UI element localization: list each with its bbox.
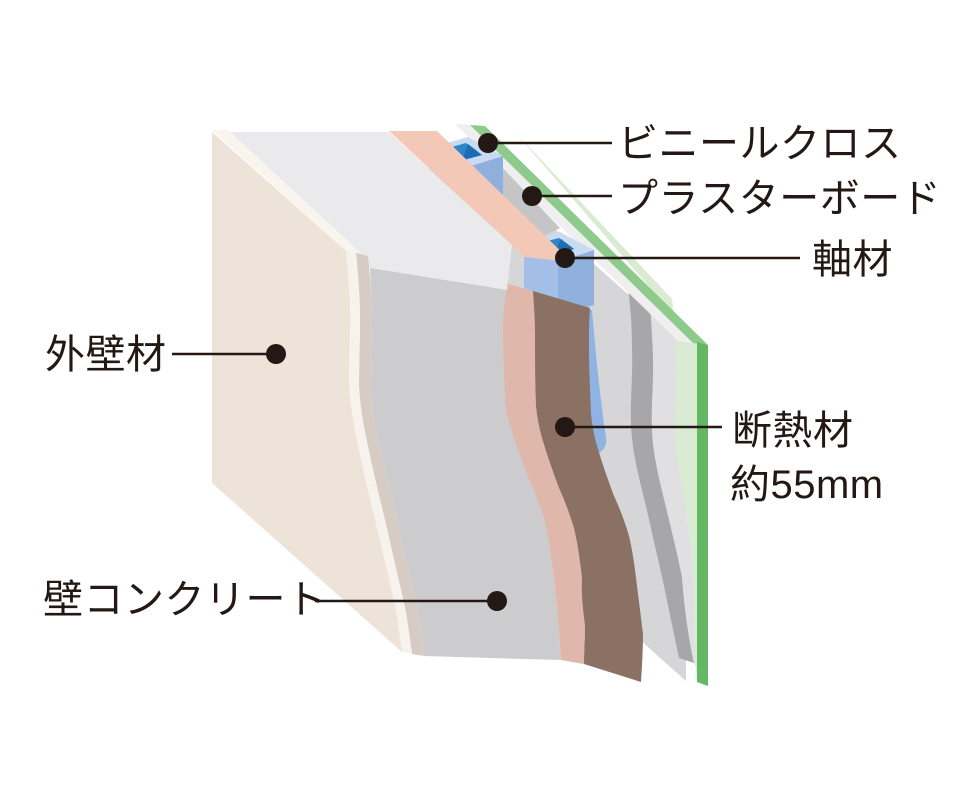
insulation-top-face (389, 131, 572, 262)
concrete-top-face (227, 132, 512, 290)
label-insulation-name: 断熱材 (732, 409, 854, 453)
insulation-cut-edge (533, 291, 643, 682)
callout-dot-wall-concrete (487, 591, 507, 611)
label-frame: 軸材 (812, 238, 893, 282)
callout-dot-frame (555, 248, 575, 268)
callout-dot-plaster-board (522, 186, 542, 206)
callout-dots (266, 133, 575, 611)
plasterboard-top-edge (455, 124, 693, 343)
plasterboard-light-strip (649, 293, 696, 667)
vinyl-cloth-right-edge (697, 342, 708, 686)
callout-lines (172, 141, 800, 603)
label-vinyl-cloth: ビニールクロス (618, 122, 902, 166)
label-exterior-wall: 外壁材 (45, 333, 167, 377)
exterior-cut-strip-tan (356, 253, 424, 656)
label-insulation-thickness: 約55mm (730, 463, 884, 507)
frame-tube1-hole-shadow (462, 144, 482, 160)
exterior-wall-face (212, 132, 402, 652)
concrete-face (370, 268, 561, 660)
label-wall-concrete: 壁コンクリート (43, 578, 327, 622)
label-plaster-board: プラスターボード (618, 177, 941, 221)
insulation-front-strip (503, 283, 585, 664)
callout-dot-exterior-wall (266, 344, 286, 364)
vinyl-cloth-top-edge (470, 125, 708, 345)
plasterboard-cut-edge (628, 288, 694, 663)
callout-dot-vinyl-cloth (478, 133, 498, 153)
callout-dot-insulation (555, 417, 575, 437)
exterior-wall-top-edge (212, 130, 362, 254)
exterior-cut-strip-white (346, 251, 412, 654)
